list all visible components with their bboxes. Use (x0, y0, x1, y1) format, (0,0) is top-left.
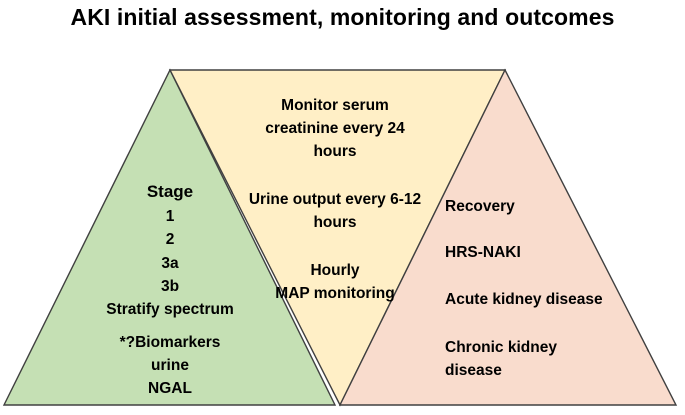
outcome-acute-kidney-disease: Acute kidney disease (445, 291, 603, 308)
monitor-serum-line-1: Monitor serum (281, 97, 389, 114)
biomarkers-line-2: urine (151, 357, 189, 374)
monitor-serum-line-3: hours (313, 143, 357, 160)
stage-item-3a: 3a (161, 255, 179, 272)
outcome-recovery: Recovery (445, 198, 515, 215)
biomarkers-line-1: *?Biomarkers (119, 334, 221, 351)
stage-item-2: 2 (165, 231, 175, 248)
outcome-chronic-kidney-line-1: Chronic kidney (445, 339, 557, 356)
outcomes-triangle (338, 68, 678, 406)
monitor-serum-line-2: creatinine every 24 (265, 120, 405, 137)
biomarkers-line-3: NGAL (148, 380, 192, 397)
map-monitoring-line-1: Hourly (310, 262, 360, 279)
stage-item-3b: 3b (160, 278, 180, 295)
stage-triangle (2, 68, 337, 406)
urine-output-line-2: hours (313, 214, 357, 231)
stage-note: Stratify spectrum (106, 301, 234, 318)
diagram-title: AKI initial assessment, monitoring and o… (70, 4, 615, 30)
map-monitoring-line-2: MAP monitoring (275, 285, 395, 302)
outcome-hrs-naki: HRS-NAKI (445, 244, 521, 261)
urine-output-line-1: Urine output every 6-12 (248, 191, 422, 208)
outcome-chronic-kidney-line-2: disease (445, 362, 502, 379)
stage-item-1: 1 (165, 208, 175, 225)
stage-heading: Stage (146, 182, 194, 201)
